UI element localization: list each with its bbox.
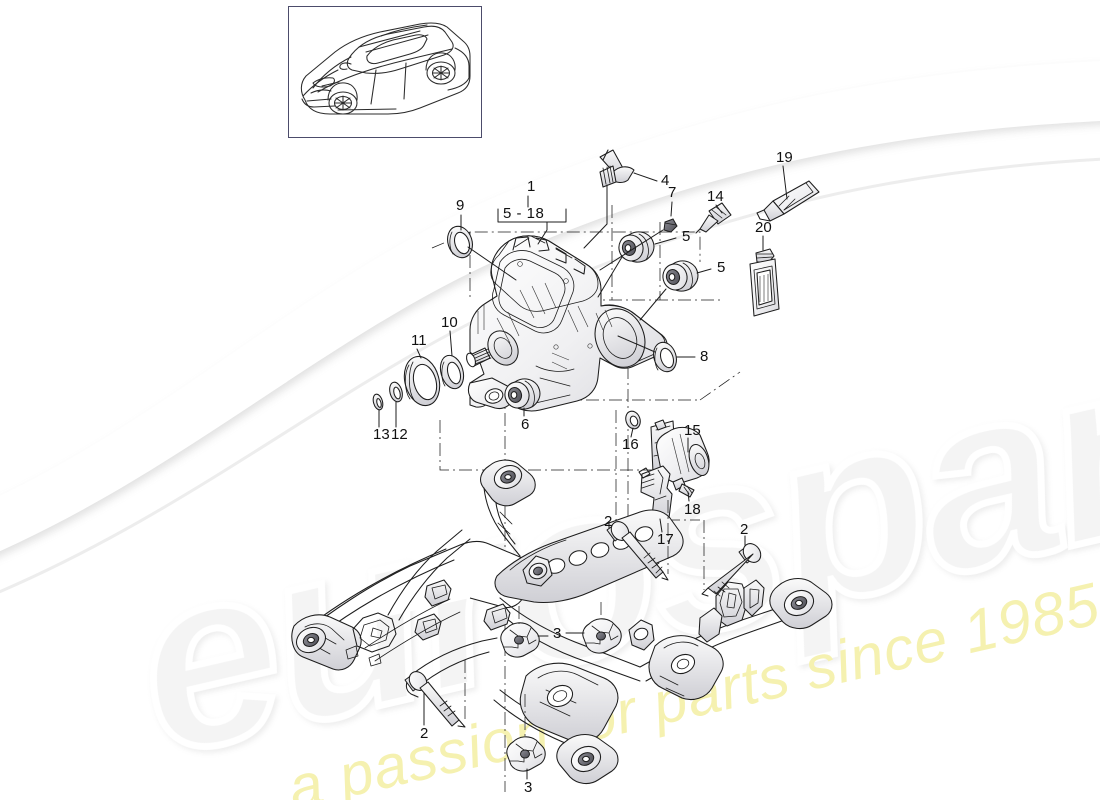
- part-2-bolt-front: [404, 671, 466, 728]
- callout-4[interactable]: 4: [661, 172, 670, 189]
- callout-17[interactable]: 17: [657, 531, 674, 548]
- rear-axle-subframe: [291, 459, 833, 785]
- part-10-bearing: [439, 354, 465, 390]
- part-14-breather-valve: [695, 202, 732, 234]
- callout-2-rear-left[interactable]: 2: [604, 513, 613, 530]
- callout-14[interactable]: 14: [707, 188, 724, 205]
- callout-5-upper[interactable]: 5: [682, 228, 691, 245]
- part-12-seal-ring-small: [389, 381, 403, 403]
- callout-3-front[interactable]: 3: [524, 779, 533, 796]
- part-5-mount-bushing-lower: [662, 260, 699, 292]
- part-15-actuator-motor: [650, 419, 710, 484]
- part-6-mount-bushing-front: [504, 378, 541, 410]
- part-11-seal-ring-large: [403, 355, 441, 407]
- callout-9[interactable]: 9: [456, 197, 465, 214]
- callout-2-rear-right[interactable]: 2: [740, 521, 749, 538]
- callout-6[interactable]: 6: [521, 416, 530, 433]
- part-9-shaft-seal: [447, 225, 473, 259]
- leader-lines: [378, 165, 788, 780]
- callout-2-front[interactable]: 2: [420, 725, 429, 742]
- differential-housing: [466, 235, 668, 412]
- callout-5-18[interactable]: 5 - 18: [503, 205, 545, 222]
- part-3-nut-front: [506, 736, 546, 772]
- callout-7[interactable]: 7: [668, 184, 677, 201]
- callout-15[interactable]: 15: [684, 422, 701, 439]
- part-2-bolt-rear-left: [606, 521, 669, 581]
- callout-3-left[interactable]: 3: [553, 625, 562, 642]
- part-19-sealant-tube: [756, 180, 820, 222]
- part-20-fluid-bottle: [749, 248, 780, 317]
- part-18-actuator-bolt: [672, 477, 695, 498]
- callout-16[interactable]: 16: [622, 436, 639, 453]
- callout-8[interactable]: 8: [700, 348, 709, 365]
- callout-1[interactable]: 1: [527, 178, 536, 195]
- callout-10[interactable]: 10: [441, 314, 458, 331]
- part-16-o-ring: [625, 410, 641, 430]
- callout-13[interactable]: 13: [373, 426, 390, 443]
- callout-18[interactable]: 18: [684, 501, 701, 518]
- callout-5-lower[interactable]: 5: [717, 259, 726, 276]
- part-7-sealing-plug: [663, 218, 678, 233]
- part-8-shaft-seal-right: [653, 341, 677, 373]
- part-2-bolt-rear-right: [701, 543, 762, 597]
- part-13-circlip: [372, 393, 384, 411]
- part-4-breather-hose: [599, 149, 635, 188]
- callout-19[interactable]: 19: [776, 149, 793, 166]
- callout-12[interactable]: 12: [391, 426, 408, 443]
- callout-20[interactable]: 20: [755, 219, 772, 236]
- part-3-nut-left: [500, 622, 540, 658]
- part-3-nut-center: [582, 618, 622, 654]
- callout-11[interactable]: 11: [411, 332, 427, 349]
